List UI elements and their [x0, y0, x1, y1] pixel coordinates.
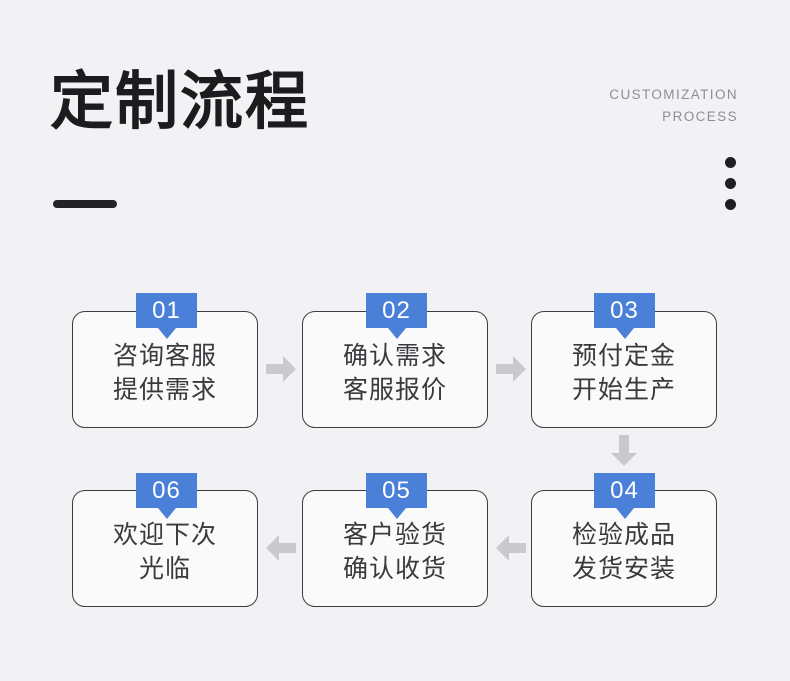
step-card-03-text: 预付定金 开始生产 [571, 341, 676, 405]
arrow-head [496, 535, 509, 561]
arrow-head [513, 356, 526, 382]
step-badge-01: 01 [136, 293, 197, 339]
dot-icon [725, 157, 736, 168]
step-badge-03: 03 [594, 293, 655, 339]
step-badge-01-number: 01 [152, 297, 181, 324]
arrow-down-icon-03-to-04 [611, 435, 637, 466]
step-badge-06: 06 [136, 473, 197, 519]
page-title: 定制流程 [50, 67, 310, 137]
subtitle-english: CUSTOMIZATION PROCESS [478, 84, 738, 129]
arrow-shaft [278, 543, 296, 553]
decorative-dots [725, 157, 739, 217]
arrow-head [611, 453, 637, 466]
step-badge-02-number: 02 [382, 297, 411, 324]
arrow-shaft [496, 364, 514, 374]
title-underline-rule [53, 200, 117, 208]
step-card-04-text: 检验成品 发货安装 [571, 520, 676, 584]
arrow-head [283, 356, 296, 382]
arrow-shaft [508, 543, 526, 553]
step-badge-04-number: 04 [610, 477, 639, 504]
arrow-shaft [619, 435, 629, 453]
step-card-05-text: 客户验货 确认收货 [342, 520, 447, 584]
dot-icon [725, 178, 736, 189]
step-badge-06-number: 06 [152, 477, 181, 504]
arrow-left-icon-05-to-06 [266, 535, 296, 561]
subtitle-line-1: CUSTOMIZATION [609, 87, 738, 102]
step-card-02-text: 确认需求 客服报价 [342, 341, 447, 405]
step-card-05: 客户验货 确认收货 [302, 490, 488, 607]
step-card-01-text: 咨询客服 提供需求 [112, 341, 217, 405]
step-badge-03-number: 03 [610, 297, 639, 324]
step-badge-05-number: 05 [382, 477, 411, 504]
arrow-right-icon-01-to-02 [266, 356, 296, 382]
step-card-06-text: 欢迎下次 光临 [112, 520, 217, 584]
subtitle-line-2: PROCESS [662, 109, 738, 125]
arrow-right-icon-02-to-03 [496, 356, 526, 382]
arrow-shaft [266, 364, 284, 374]
arrow-head [266, 535, 279, 561]
header: 定制流程 CUSTOMIZATION PROCESS [0, 0, 790, 260]
step-card-02: 确认需求 客服报价 [302, 311, 488, 428]
step-badge-04: 04 [594, 473, 655, 519]
arrow-left-icon-04-to-05 [496, 535, 526, 561]
step-badge-05: 05 [366, 473, 427, 519]
step-badge-02: 02 [366, 293, 427, 339]
dot-icon [725, 199, 736, 210]
